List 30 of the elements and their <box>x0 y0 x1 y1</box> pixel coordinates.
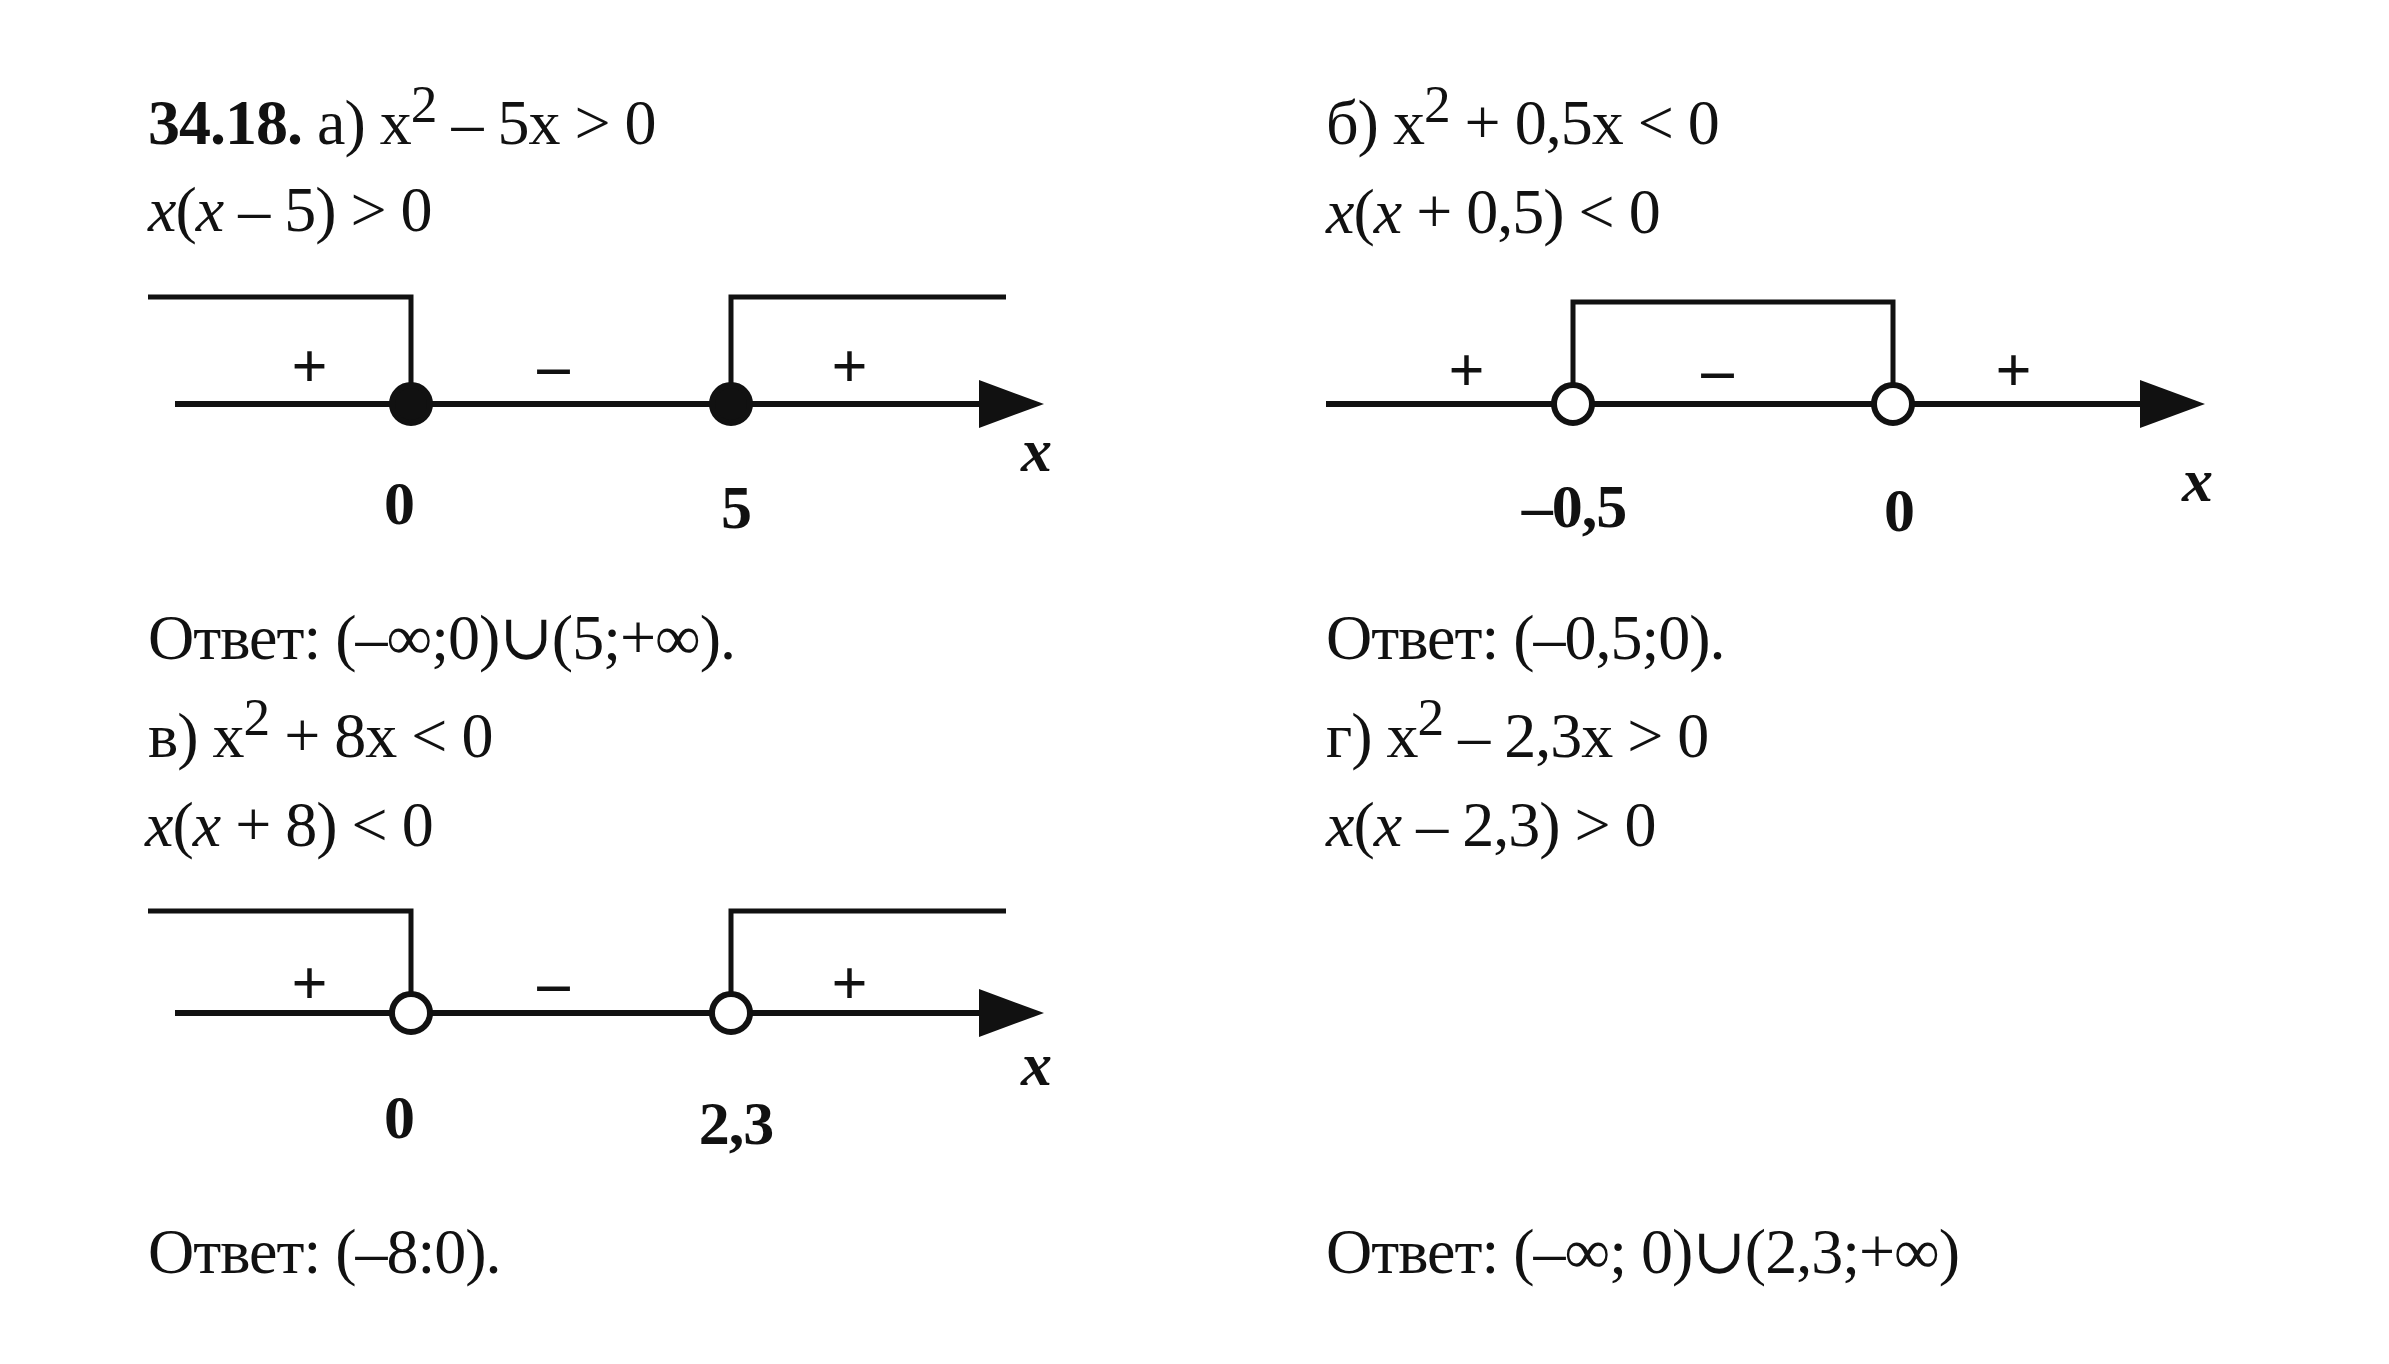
sign-label: – <box>537 330 569 402</box>
tick-label: 0 <box>1884 475 1914 545</box>
equation: в) x$^{2}$ + 8x < 0 <box>148 688 493 772</box>
sign-label: – <box>537 947 569 1019</box>
sign-label: + <box>1995 334 2031 406</box>
equation: x(x – 2,3) > 0 <box>1326 789 1656 861</box>
tick-label: 0 <box>384 1082 414 1152</box>
answer-text: Ответ: (–∞; 0)∪(2,3;+∞) <box>1326 1216 1959 1288</box>
sign-label: + <box>291 330 327 402</box>
tick-label: 0 <box>384 468 414 538</box>
sign-label: + <box>831 947 867 1019</box>
equation: г) x$^{2}$ – 2,3x > 0 <box>1326 688 1709 772</box>
sign-label: + <box>1448 334 1484 406</box>
answer-text: Ответ: (–∞;0)∪(5;+∞). <box>148 602 735 674</box>
axis-label: x <box>2182 445 2212 515</box>
equation: x(x – 5) > 0 <box>148 174 432 246</box>
axis-label: x <box>1021 1029 1051 1099</box>
answer-text: Ответ: (–8:0). <box>148 1216 501 1288</box>
tick-label: 5 <box>721 472 751 542</box>
equation: б) x$^{2}$ + 0,5x < 0 <box>1326 75 1719 159</box>
sign-label: + <box>831 330 867 402</box>
sign-label: – <box>1701 334 1733 406</box>
answer-text: Ответ: (–0,5;0). <box>1326 602 1725 674</box>
tick-label: –0,5 <box>1521 471 1627 541</box>
tick-label: 2,3 <box>698 1088 774 1158</box>
equation: x(x + 0,5) < 0 <box>1326 176 1660 248</box>
axis-label: x <box>1021 415 1051 485</box>
sign-label: + <box>291 947 327 1019</box>
equation: x(x + 8) < 0 <box>145 789 433 861</box>
equation: 34.18. а) x$^{2}$ – 5x > 0 <box>148 75 656 159</box>
